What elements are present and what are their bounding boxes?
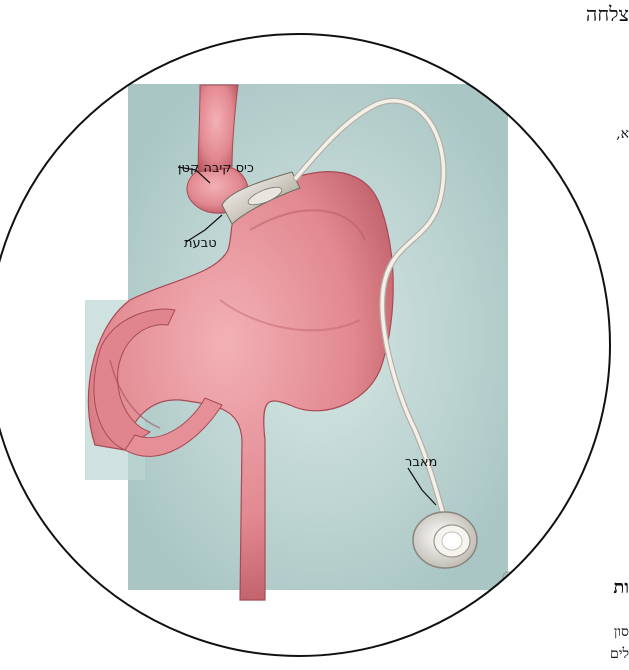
label-port: מאבר (405, 455, 437, 470)
label-band: טבעת (184, 236, 217, 251)
access-port-center (442, 532, 462, 550)
label-small-pouch: כיס קיבה קטן (178, 161, 254, 176)
